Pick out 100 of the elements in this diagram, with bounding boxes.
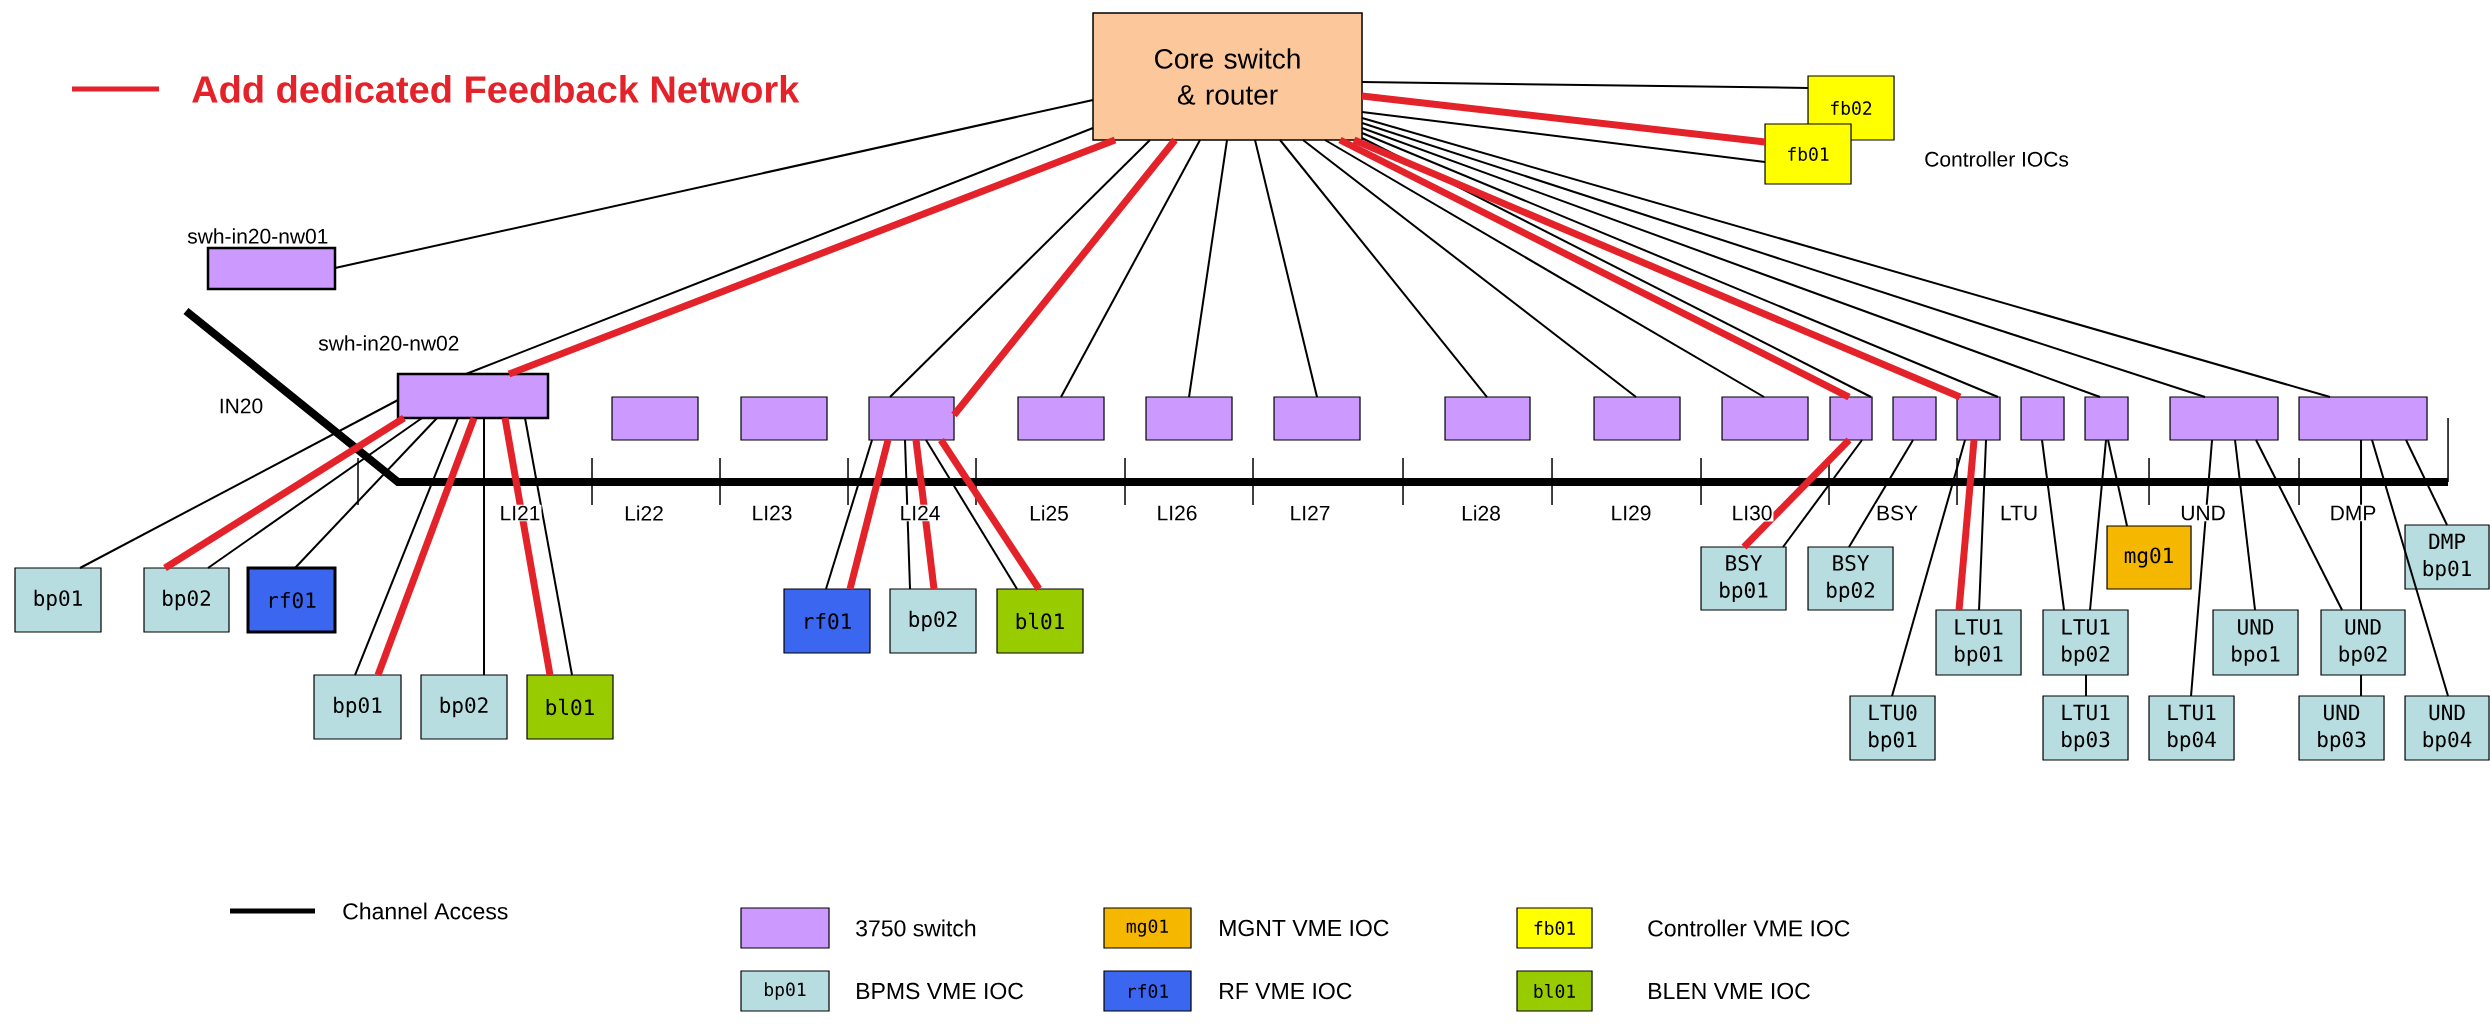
connector-line — [524, 417, 573, 676]
ioc-box: LTU0 bp01 — [1849, 695, 1936, 761]
ioc-box: rf01 — [783, 588, 871, 654]
connector-line — [2085, 674, 2088, 697]
connector-line — [374, 416, 478, 677]
connector-line — [2360, 439, 2363, 611]
connector-line — [1361, 92, 1766, 146]
connector-line — [1254, 139, 1318, 398]
ioc-box: bp01 — [14, 567, 102, 633]
section-label: BSY — [1875, 504, 1920, 522]
connector-line — [79, 399, 399, 569]
connector-line — [1188, 139, 1228, 398]
ioc-box: bp02 — [143, 567, 230, 633]
connector-line — [354, 417, 459, 676]
connector-line — [1891, 439, 1967, 697]
connector-line — [207, 417, 423, 569]
ioc-box: LTU1 bp04 — [2148, 695, 2235, 761]
connector-line — [938, 438, 1042, 591]
connector-line — [1361, 111, 1767, 163]
section-label: LTU — [1998, 504, 2040, 522]
text-label: IN20 — [217, 397, 265, 415]
connector-line — [334, 99, 1094, 269]
switch-box — [1956, 396, 2001, 441]
section-label: LI24 — [898, 504, 942, 522]
ioc-box: UND bp02 — [2320, 609, 2406, 676]
switch-box — [1593, 396, 1681, 441]
connector-line — [2371, 439, 2450, 697]
switch-box — [740, 396, 828, 441]
switch-box — [1145, 396, 1233, 441]
switch-box — [1721, 396, 1809, 441]
connector-line — [2234, 439, 2257, 611]
section-label: Li28 — [1460, 504, 1502, 522]
connector-line — [1060, 139, 1201, 398]
legend-text: BPMS VME IOC — [857, 982, 1024, 1000]
ioc-box: fb01 — [1764, 123, 1852, 185]
switch-box — [2169, 396, 2279, 441]
ioc-box: LTU1 bp01 — [1935, 609, 2022, 676]
legend-text: 3750 switch — [856, 919, 976, 937]
section-label: LI27 — [1288, 504, 1332, 522]
connector-line — [912, 439, 938, 590]
connector-line — [1324, 139, 1766, 398]
connector-line — [1302, 139, 1637, 398]
switch-box — [1444, 396, 1531, 441]
connector-line — [1782, 439, 1864, 548]
legend-text: Channel Access — [343, 902, 508, 920]
text-label: Controller IOCs — [1923, 150, 2070, 168]
connector-line — [483, 417, 485, 676]
switch-label: swh-in20-nw02 — [318, 335, 459, 351]
section-label: LI26 — [1155, 504, 1199, 522]
ioc-box: BSY bp01 — [1700, 546, 1787, 611]
connector-line — [501, 417, 554, 676]
switch-box — [611, 396, 699, 441]
connector-line — [2405, 439, 2449, 526]
ioc-box: LTU1 bp02 — [2042, 609, 2129, 676]
section-label: Li22 — [623, 504, 665, 522]
connector-line — [846, 439, 892, 590]
connector-line — [925, 439, 1018, 590]
switch-box — [1017, 396, 1105, 441]
section-label: UND — [2179, 504, 2227, 522]
connector-line — [1955, 439, 1978, 611]
section-label: DMP — [2328, 504, 2378, 522]
legend-text: MGNT VME IOC — [1220, 919, 1389, 937]
switch-box — [2298, 396, 2428, 441]
section-label: LI23 — [750, 504, 794, 522]
legend-text: RF VME IOC — [1220, 982, 1352, 1000]
connector-line — [951, 137, 1178, 418]
ioc-box: rf01 — [246, 566, 337, 634]
connector-line — [1279, 139, 1488, 398]
legend-text: Add dedicated Feedback Network — [192, 75, 800, 103]
switch-box — [1829, 396, 1873, 441]
switch-box — [868, 396, 955, 441]
connector-line — [1361, 81, 1810, 89]
switch-box — [2020, 396, 2065, 441]
section-label: Li25 — [1028, 504, 1070, 522]
connector-line — [1978, 439, 1988, 611]
connector-line — [294, 417, 438, 569]
switch-box — [2084, 396, 2129, 441]
ioc-box: bp02 — [889, 588, 977, 654]
connector-line — [2255, 439, 2344, 611]
connector-line — [2190, 439, 2214, 697]
legend-text: Controller VME IOC — [1648, 919, 1850, 937]
switch-box — [1273, 396, 1361, 441]
ioc-box: DMP bp01 — [2404, 524, 2490, 590]
ioc-box: mg01 — [2106, 525, 2192, 590]
ioc-box: bp01 — [313, 674, 402, 740]
ioc-box: bl01 — [996, 588, 1084, 654]
connector-line — [163, 415, 406, 571]
section-label: LI29 — [1609, 504, 1653, 522]
ioc-box: UND bp04 — [2404, 695, 2490, 761]
legend-text: BLEN VME IOC — [1649, 982, 1810, 1000]
ioc-box: UND bp03 — [2298, 695, 2385, 761]
ioc-box: BSY bp02 — [1807, 546, 1894, 611]
connector-line — [2360, 674, 2363, 697]
section-label: LI30 — [1730, 504, 1774, 522]
ioc-box: bp02 — [420, 674, 508, 740]
connector-line — [1848, 439, 1915, 548]
connector-line — [2089, 439, 2108, 611]
connector-line — [2041, 439, 2066, 611]
connector-line — [825, 439, 873, 590]
switch-label: swh-in20-nw01 — [187, 228, 328, 244]
